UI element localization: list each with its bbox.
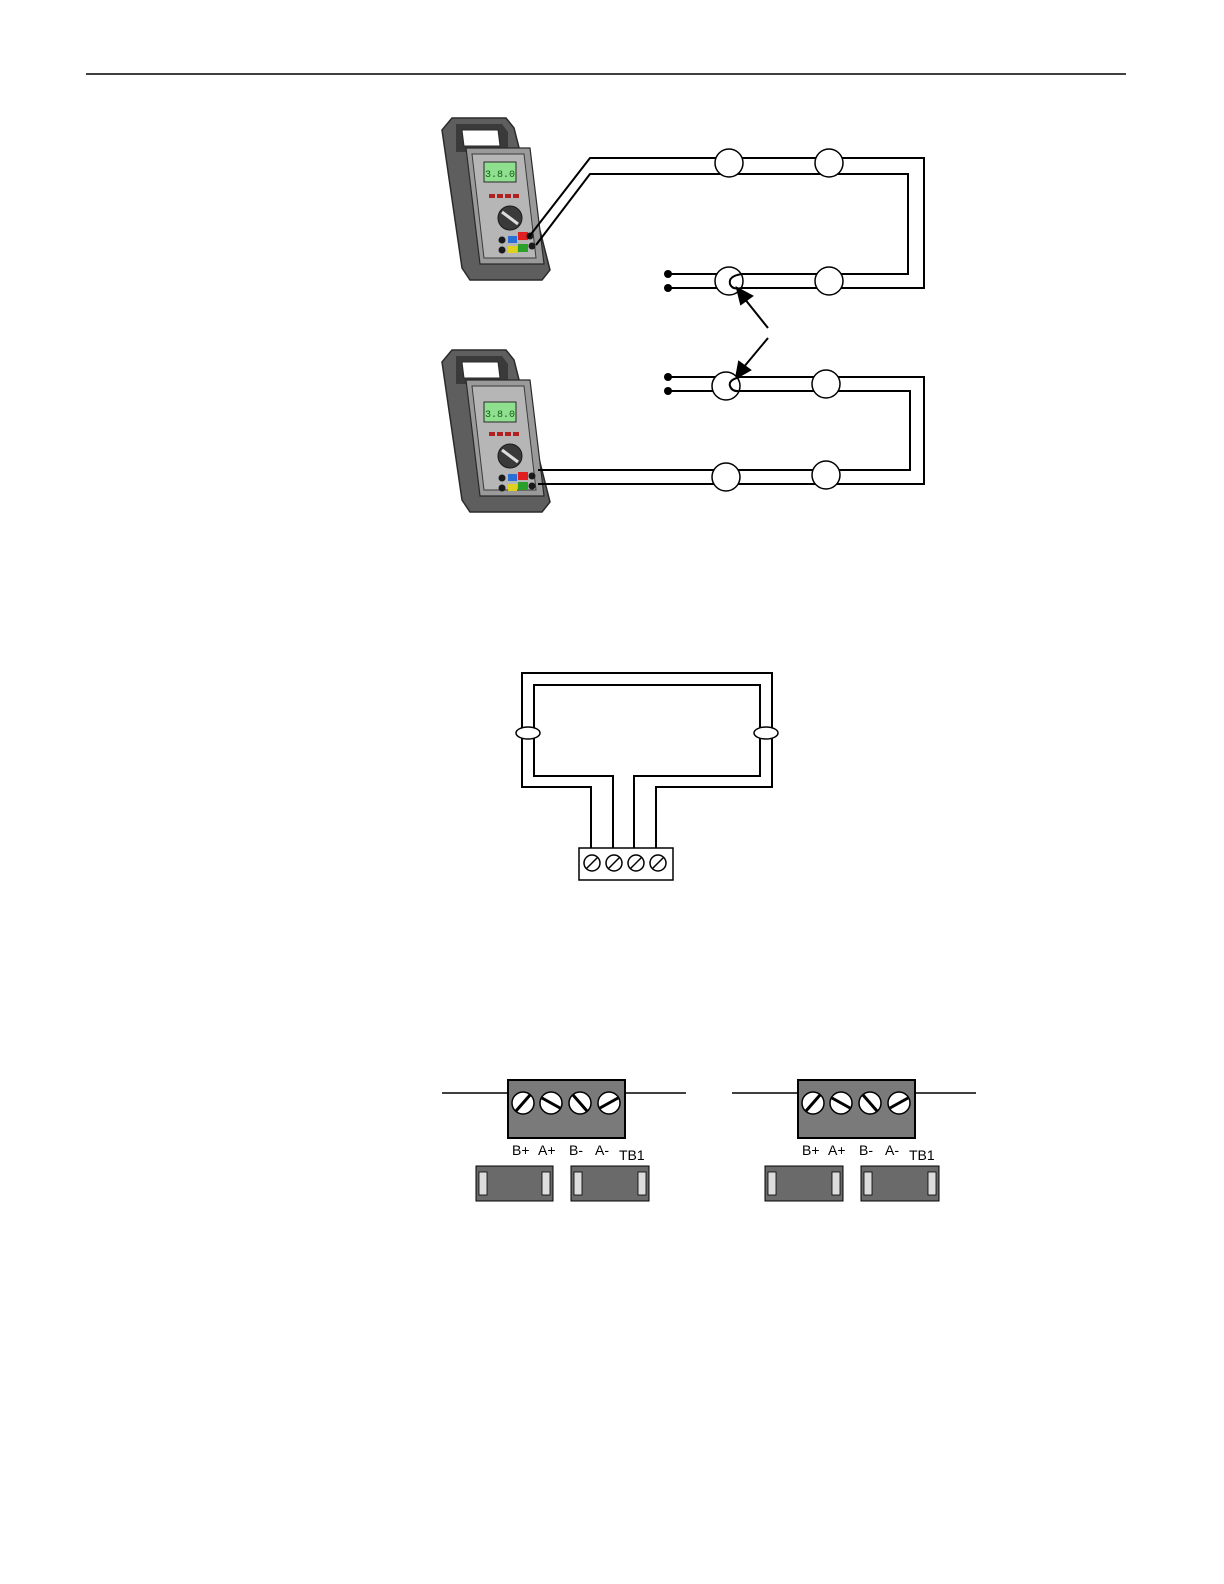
figure-meter-loop-test: 3.8.0 — [442, 118, 924, 512]
bottom-loop-device-1 — [712, 372, 740, 400]
top-loop-terminal-1 — [664, 270, 672, 278]
meter-reading: 3.8.0 — [485, 170, 515, 181]
figure-terminal-blocks: B+ A+ B- A- TB1 — [442, 1080, 976, 1201]
terminal-label-b-minus: B- — [569, 1142, 583, 1158]
callout-arrows — [736, 288, 768, 378]
top-loop-device-4 — [815, 267, 843, 295]
top-loop-device-2 — [815, 149, 843, 177]
terminal-label-b-minus: B- — [859, 1142, 873, 1158]
terminal-label-b-plus: B+ — [802, 1142, 820, 1158]
bottom-loop-terminal-1 — [664, 373, 672, 381]
terminal-label-a-minus: A- — [885, 1142, 899, 1158]
terminal-block-name: TB1 — [619, 1147, 645, 1163]
loop-ferrite-left — [516, 727, 540, 739]
bottom-loop-device-4 — [812, 461, 840, 489]
top-loop-terminal-2 — [664, 284, 672, 292]
bottom-loop-device-2 — [812, 370, 840, 398]
loop-ferrite-right — [754, 727, 778, 739]
terminal-block-name: TB1 — [909, 1147, 935, 1163]
terminal-label-a-plus: A+ — [828, 1142, 846, 1158]
terminal-block-2: B+ A+ B- A- TB1 — [732, 1080, 976, 1201]
multimeter-bottom: 3.8.0 — [442, 350, 550, 512]
component-3 — [765, 1166, 843, 1201]
figure-loop-terminal-strip — [516, 673, 778, 880]
component-4 — [861, 1166, 939, 1201]
terminal-label-a-plus: A+ — [538, 1142, 556, 1158]
bottom-loop-terminal-2 — [664, 387, 672, 395]
component-2 — [571, 1166, 649, 1201]
multimeter-top: 3.8.0 — [442, 118, 550, 280]
component-1 — [476, 1166, 553, 1201]
terminal-block-1: B+ A+ B- A- TB1 — [442, 1080, 686, 1201]
terminal-label-a-minus: A- — [595, 1142, 609, 1158]
meter-reading: 3.8.0 — [485, 410, 515, 421]
top-loop-device-1 — [715, 149, 743, 177]
bottom-loop-device-3 — [712, 463, 740, 491]
terminal-label-b-plus: B+ — [512, 1142, 530, 1158]
